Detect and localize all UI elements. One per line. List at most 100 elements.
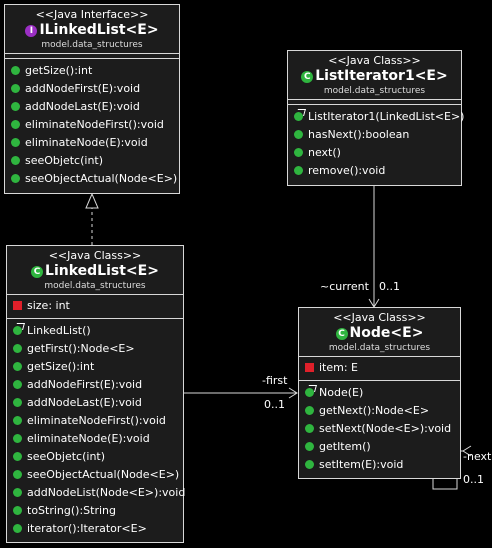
method-row[interactable]: addNodeFirst(E):void [7,376,183,394]
public-method-icon [13,380,22,389]
public-method-icon [13,470,22,479]
interface-icon: I [25,25,38,37]
method-row[interactable]: eliminateNode(E):void [5,134,179,152]
constructor-icon [294,112,303,121]
package-name: model.data_structures [44,281,146,291]
method-row[interactable]: addNodeFirst(E):void [5,80,179,98]
public-method-icon [11,84,20,93]
first-association-arrowhead [288,387,298,399]
class-name: Node<E> [349,325,424,341]
methods-section: getSize():int addNodeFirst(E):void addNo… [5,58,179,192]
class-icon: C [335,328,348,340]
public-method-icon [13,434,22,443]
stereotype: <<Java Class>> [48,249,142,262]
public-method-icon [11,66,20,75]
package-name: model.data_structures [41,40,143,50]
method-row[interactable]: iterator():Iterator<E> [7,520,183,538]
constructor-icon [13,326,22,335]
public-method-icon [305,442,314,451]
method-row[interactable]: addNodeLast(E):void [5,98,179,116]
current-multiplicity-label: 0..1 [379,280,400,293]
method-row[interactable]: hasNext():boolean [288,126,461,144]
public-method-icon [305,424,314,433]
public-method-icon [13,452,22,461]
public-method-icon [305,460,314,469]
current-role-label: ~current [320,280,369,293]
class-name: LinkedList<E> [45,263,159,279]
first-multiplicity-label: 0..1 [264,398,285,411]
method-row[interactable]: seeObjectActual(Node<E>) [7,466,183,484]
public-method-icon [11,156,20,165]
fields-section: item: E [299,356,460,380]
method-row[interactable]: toString():String [7,502,183,520]
public-method-icon [13,488,22,497]
package-name: model.data_structures [328,343,431,353]
public-method-icon [13,506,22,515]
stereotype: <<Java Class>> [328,54,421,67]
class-icon: C [31,266,44,278]
fields-section: size: int [7,294,183,318]
method-row[interactable]: setNext(Node<E>):void [299,420,460,438]
method-row[interactable]: addNodeLast(E):void [7,394,183,412]
class-name: ListIterator1<E> [315,68,448,84]
method-row[interactable]: getSize():int [5,62,179,80]
stereotype: <<Java Class>> [333,311,426,324]
realization-arrowhead [85,192,99,209]
constructor-row[interactable]: Node(E) [299,384,460,402]
public-method-icon [13,344,22,353]
public-method-icon [13,362,22,371]
methods-section: LinkedList() getFirst():Node<E> getSize(… [7,318,185,542]
public-method-icon [294,166,303,175]
public-method-icon [11,174,20,183]
constructor-row[interactable]: ListIterator1(LinkedList<E>) [288,108,464,126]
constructor-row[interactable]: LinkedList() [7,322,183,340]
stereotype: <<Java Interface>> [35,8,149,21]
next-role-label: -next [463,450,492,463]
public-method-icon [305,406,314,415]
method-row[interactable]: seeObjetc(int) [7,448,183,466]
public-method-icon [11,120,20,129]
class-icon: C [301,71,314,83]
public-method-icon [294,148,303,157]
method-row[interactable]: getSize():int [7,358,183,376]
method-row[interactable]: seeObjetc(int) [5,152,179,170]
public-method-icon [11,138,20,147]
methods-section: ListIterator1(LinkedList<E>) hasNext():b… [288,104,464,184]
method-row[interactable]: eliminateNodeFirst():void [7,412,183,430]
method-row[interactable]: next() [288,144,461,162]
methods-section: Node(E) getNext():Node<E> setNext(Node<E… [299,380,460,478]
method-row[interactable]: eliminateNodeFirst():void [5,116,179,134]
method-row[interactable]: getFirst():Node<E> [7,340,183,358]
method-row[interactable]: addNodeList(Node<E>):void [7,484,185,502]
class-name: ILinkedList<E> [39,22,159,38]
package-name: model.data_structures [323,86,426,96]
next-multiplicity-label: 0..1 [463,473,484,486]
method-row[interactable]: remove():void [288,162,461,180]
next-self-association-arrowhead [462,445,472,457]
public-method-icon [294,130,303,139]
method-row[interactable]: eliminateNode(E):void [7,430,183,448]
method-row[interactable]: seeObjectActual(Node<E>) [5,170,179,188]
method-row[interactable]: getItem() [299,438,460,456]
public-method-icon [13,524,22,533]
constructor-icon [305,388,314,397]
method-row[interactable]: getNext():Node<E> [299,402,460,420]
private-field-icon [305,363,314,372]
method-row[interactable]: setItem(E):void [299,456,460,474]
private-field-icon [13,301,22,310]
public-method-icon [13,398,22,407]
first-role-label: -first [262,374,288,387]
field-row[interactable]: item: E [299,359,460,377]
public-method-icon [11,102,20,111]
field-row[interactable]: size: int [7,297,183,315]
public-method-icon [13,416,22,425]
